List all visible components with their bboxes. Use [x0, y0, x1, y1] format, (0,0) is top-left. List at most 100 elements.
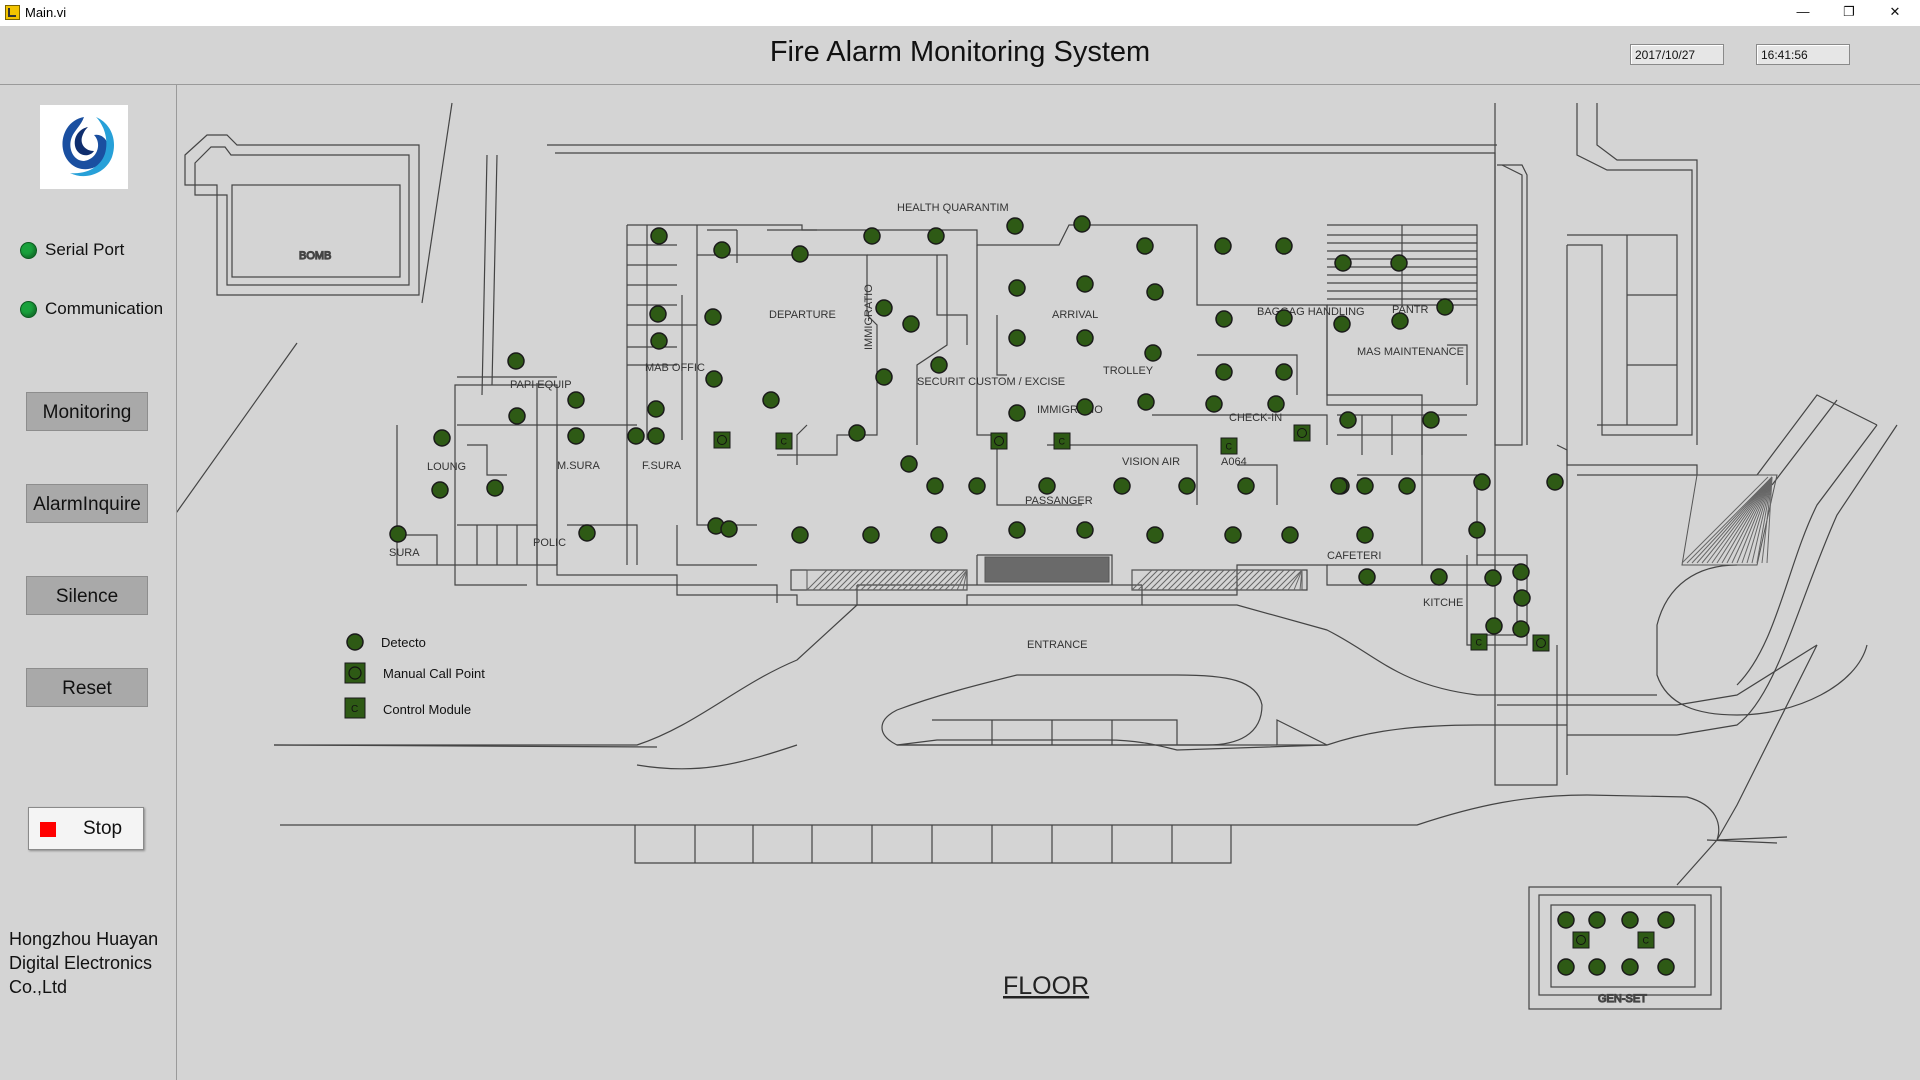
silence-button[interactable]: Silence: [26, 576, 148, 615]
control-module-marker[interactable]: [775, 432, 793, 450]
detector-marker[interactable]: [1330, 477, 1348, 495]
detector-marker[interactable]: [902, 315, 920, 333]
detector-marker[interactable]: [508, 407, 526, 425]
detector-marker[interactable]: [1144, 344, 1162, 362]
detector-marker[interactable]: [1356, 526, 1374, 544]
detector-marker[interactable]: [1546, 473, 1564, 491]
detector-marker[interactable]: [1391, 312, 1409, 330]
detector-marker[interactable]: [1008, 329, 1026, 347]
detector-marker[interactable]: [704, 308, 722, 326]
detector-marker[interactable]: [1513, 589, 1531, 607]
detector-marker[interactable]: [1334, 254, 1352, 272]
detector-marker[interactable]: [1512, 620, 1530, 638]
control-module-marker[interactable]: [1053, 432, 1071, 450]
detector-marker[interactable]: [1275, 237, 1293, 255]
minimize-button[interactable]: —: [1796, 4, 1810, 19]
detector-marker[interactable]: [1224, 526, 1242, 544]
detector-marker[interactable]: [875, 299, 893, 317]
detector-marker[interactable]: [1076, 521, 1094, 539]
detector-marker[interactable]: [507, 352, 525, 370]
control-module-marker[interactable]: [1470, 633, 1488, 651]
stop-button[interactable]: Stop: [28, 807, 144, 850]
detector-marker[interactable]: [1008, 279, 1026, 297]
detector-marker[interactable]: [431, 481, 449, 499]
detector-marker[interactable]: [1237, 477, 1255, 495]
detector-marker[interactable]: [1076, 398, 1094, 416]
detector-marker[interactable]: [1073, 215, 1091, 233]
reset-button[interactable]: Reset: [26, 668, 148, 707]
detector-marker[interactable]: [1484, 569, 1502, 587]
control-module-marker[interactable]: [1637, 931, 1655, 949]
detector-marker[interactable]: [1557, 958, 1575, 976]
detector-marker[interactable]: [1214, 237, 1232, 255]
detector-marker[interactable]: [627, 427, 645, 445]
close-button[interactable]: ✕: [1889, 4, 1901, 19]
manual-call-point-marker[interactable]: [1532, 634, 1550, 652]
alarm-inquire-button[interactable]: AlarmInquire: [26, 484, 148, 523]
detector-marker[interactable]: [1275, 363, 1293, 381]
detector-marker[interactable]: [1006, 217, 1024, 235]
detector-marker[interactable]: [862, 526, 880, 544]
detector-marker[interactable]: [1215, 310, 1233, 328]
detector-marker[interactable]: [578, 524, 596, 542]
detector-marker[interactable]: [1588, 911, 1606, 929]
detector-marker[interactable]: [1076, 275, 1094, 293]
detector-marker[interactable]: [791, 245, 809, 263]
detector-marker[interactable]: [1113, 477, 1131, 495]
detector-marker[interactable]: [720, 520, 738, 538]
detector-marker[interactable]: [433, 429, 451, 447]
detector-marker[interactable]: [567, 427, 585, 445]
detector-marker[interactable]: [927, 227, 945, 245]
detector-marker[interactable]: [1146, 526, 1164, 544]
detector-marker[interactable]: [1215, 363, 1233, 381]
detector-marker[interactable]: [1339, 411, 1357, 429]
restore-button[interactable]: ❐: [1843, 4, 1855, 19]
detector-marker[interactable]: [650, 227, 668, 245]
detector-marker[interactable]: [1473, 473, 1491, 491]
detector-marker[interactable]: [650, 332, 668, 350]
detector-marker[interactable]: [705, 370, 723, 388]
detector-marker[interactable]: [930, 526, 948, 544]
detector-marker[interactable]: [1038, 477, 1056, 495]
detector-marker[interactable]: [1146, 283, 1164, 301]
detector-marker[interactable]: [1621, 911, 1639, 929]
detector-marker[interactable]: [1485, 617, 1503, 635]
manual-call-point-marker[interactable]: [713, 431, 731, 449]
detector-marker[interactable]: [1430, 568, 1448, 586]
detector-marker[interactable]: [1390, 254, 1408, 272]
detector-marker[interactable]: [647, 400, 665, 418]
detector-marker[interactable]: [1333, 315, 1351, 333]
detector-marker[interactable]: [486, 479, 504, 497]
detector-marker[interactable]: [1178, 477, 1196, 495]
detector-marker[interactable]: [1267, 395, 1285, 413]
detector-marker[interactable]: [1076, 329, 1094, 347]
detector-marker[interactable]: [1398, 477, 1416, 495]
detector-marker[interactable]: [1356, 477, 1374, 495]
detector-marker[interactable]: [647, 427, 665, 445]
detector-marker[interactable]: [1358, 568, 1376, 586]
detector-marker[interactable]: [863, 227, 881, 245]
detector-marker[interactable]: [762, 391, 780, 409]
manual-call-point-marker[interactable]: [1572, 931, 1590, 949]
detector-marker[interactable]: [649, 305, 667, 323]
detector-marker[interactable]: [968, 477, 986, 495]
detector-marker[interactable]: [1008, 404, 1026, 422]
detector-marker[interactable]: [1281, 526, 1299, 544]
detector-marker[interactable]: [1205, 395, 1223, 413]
detector-marker[interactable]: [1136, 237, 1154, 255]
detector-marker[interactable]: [567, 391, 585, 409]
detector-marker[interactable]: [1588, 958, 1606, 976]
manual-call-point-marker[interactable]: [1293, 424, 1311, 442]
detector-marker[interactable]: [848, 424, 866, 442]
detector-marker[interactable]: [1275, 309, 1293, 327]
detector-marker[interactable]: [1557, 911, 1575, 929]
detector-marker[interactable]: [1621, 958, 1639, 976]
detector-marker[interactable]: [1008, 521, 1026, 539]
control-module-marker[interactable]: [1220, 437, 1238, 455]
detector-marker[interactable]: [713, 241, 731, 259]
detector-marker[interactable]: [930, 356, 948, 374]
detector-marker[interactable]: [1137, 393, 1155, 411]
detector-marker[interactable]: [1657, 958, 1675, 976]
detector-marker[interactable]: [1436, 298, 1454, 316]
detector-marker[interactable]: [900, 455, 918, 473]
